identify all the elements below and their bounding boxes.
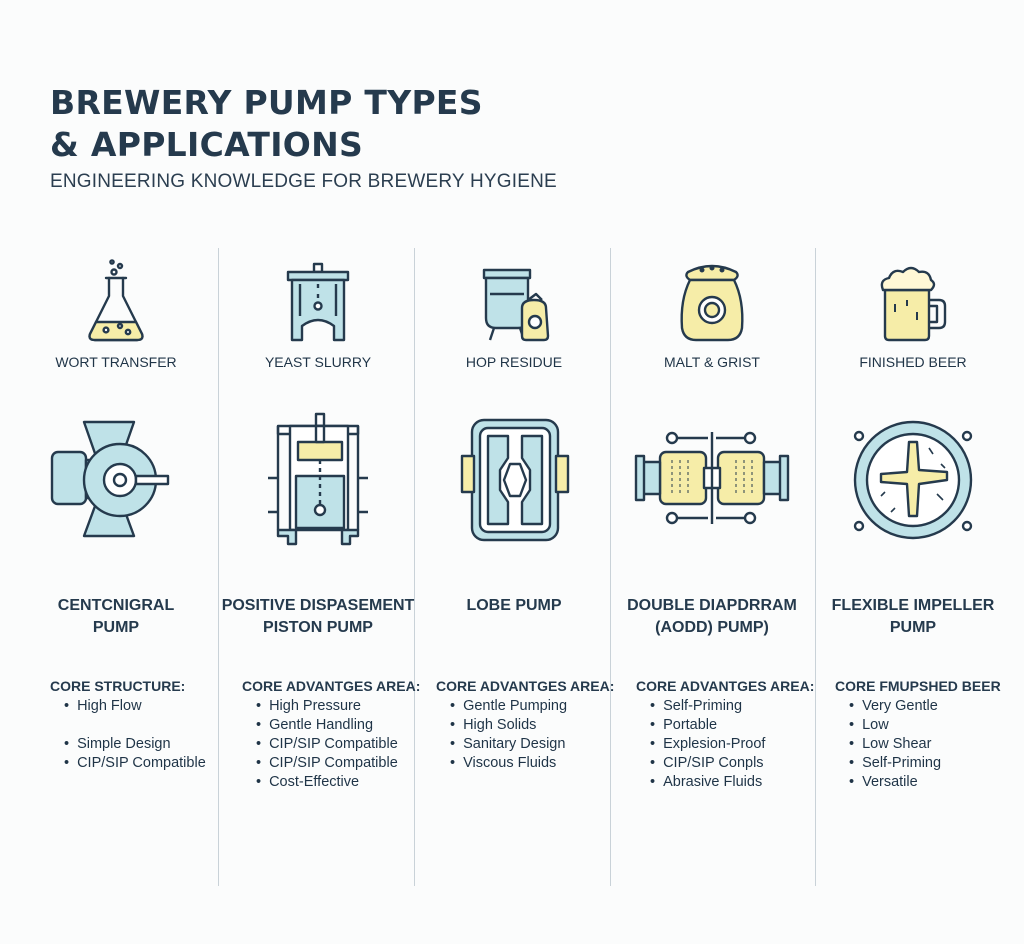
lobe-pump-icon (460, 418, 570, 542)
list-heading: CORE ADVANTGES AREA: (242, 678, 421, 694)
page-subtitle: ENGINEERING KNOWLEDGE FOR BREWERY HYGIEN… (50, 171, 557, 192)
column-divider (414, 248, 415, 886)
list-item: Abrasive Fluids (634, 773, 810, 792)
grain-sack-icon (680, 264, 744, 342)
feature-list: CORE ADVANTGES AREA: Self-Priming Portab… (614, 678, 815, 792)
pump-column-lobe: HOP RESIDUE LOBE PUMP CORE ADVANTGES ARE… (416, 248, 615, 888)
ingredient-label: FINISHED BEER (859, 354, 967, 370)
ingredient-label: MALT & GRIST (664, 354, 760, 370)
diaphragm-pump-icon (634, 431, 790, 525)
title-line-2: & APPLICATIONS (50, 125, 364, 164)
pump-column-diaphragm: MALT & GRIST DOUBLE DIAPDRRAM (AODD) PUM… (614, 248, 815, 888)
feature-list: CORE FMUPSHED BEER Very Gentle Low Low S… (815, 678, 1011, 792)
list-item: Very Gentle (833, 697, 1011, 716)
tank-icon (286, 262, 350, 342)
list-item: Cost-Effective (240, 773, 416, 792)
ingredient-label: HOP RESIDUE (465, 354, 563, 370)
list-item: High Flow (48, 697, 214, 716)
piston-pump-icon (268, 412, 368, 546)
list-item: Gentle Handling (240, 716, 416, 735)
column-divider (218, 248, 219, 886)
list-item: Viscous Fluids (434, 754, 612, 773)
list-item: Versatile (833, 773, 1011, 792)
list-heading: CORE ADVANTGES AREA: (636, 678, 815, 694)
list-item: Low (833, 716, 1011, 735)
list-item: Self-Priming (634, 697, 810, 716)
list-item: High Solids (434, 716, 612, 735)
pump-name: CENTCNIGRAL PUMP (57, 597, 175, 636)
page-title: BREWERY PUMP TYPES & APPLICATIONS (50, 82, 483, 166)
feature-list: CORE STRUCTURE: High Flow Simple Design … (18, 678, 214, 773)
ingredient-label: WORT TRANSFER (55, 354, 177, 370)
ingredient-label: YEAST SLURRY (264, 354, 372, 370)
list-item: High Pressure (240, 697, 416, 716)
pump-name: DOUBLE DIAPDRRAM (AODD) PUMP) (627, 597, 797, 636)
list-item: Low Shear (833, 735, 1011, 754)
list-item: Sanitary Design (434, 735, 612, 754)
list-item: Explesion-Proof (634, 735, 810, 754)
column-divider (815, 248, 816, 886)
list-heading: CORE STRUCTURE: (50, 678, 186, 694)
list-item: Simple Design (48, 735, 214, 754)
list-item: CIP/SIP Compatible (240, 735, 416, 754)
list-item: Gentle Pumping (434, 697, 612, 716)
pump-name: POSITIVE DISPASEMENT PISTON PUMP (221, 597, 415, 636)
pump-column-piston: YEAST SLURRY POSITIVE DISPASEMENT PISTON… (220, 248, 421, 888)
flask-icon (88, 259, 144, 342)
beer-mug-icon (880, 266, 947, 342)
pump-column-centrifugal: WORT TRANSFER CENTCNIGRAL PUMP CORE STRU… (18, 248, 214, 888)
pump-name: FLEXIBLE IMPELLER PUMP (831, 597, 995, 636)
list-heading: CORE FMUPSHED BEER (835, 678, 1001, 694)
hop-bag-icon (482, 268, 550, 342)
list-item: Portable (634, 716, 810, 735)
centrifugal-pump-icon (50, 420, 170, 538)
title-line-1: BREWERY PUMP TYPES (50, 83, 483, 122)
list-heading: CORE ADVANTGES AREA: (436, 678, 615, 694)
feature-list: CORE ADVANTGES AREA: Gentle Pumping High… (416, 678, 615, 773)
column-divider (610, 248, 611, 886)
list-item: Self-Priming (833, 754, 1011, 773)
pump-column-flexible-impeller: FINISHED BEER FLEXIBLE IMPELLER PUMP COR… (815, 248, 1011, 888)
list-item: CIP/SIP Compatible (48, 754, 214, 773)
list-item: CIP/SIP Conpls (634, 754, 810, 773)
feature-list: CORE ADVANTGES AREA: High Pressure Gentl… (220, 678, 421, 792)
pump-name: LOBE PUMP (466, 597, 562, 614)
list-item: CIP/SIP Compatible (240, 754, 416, 773)
flexible-impeller-pump-icon (853, 420, 973, 540)
